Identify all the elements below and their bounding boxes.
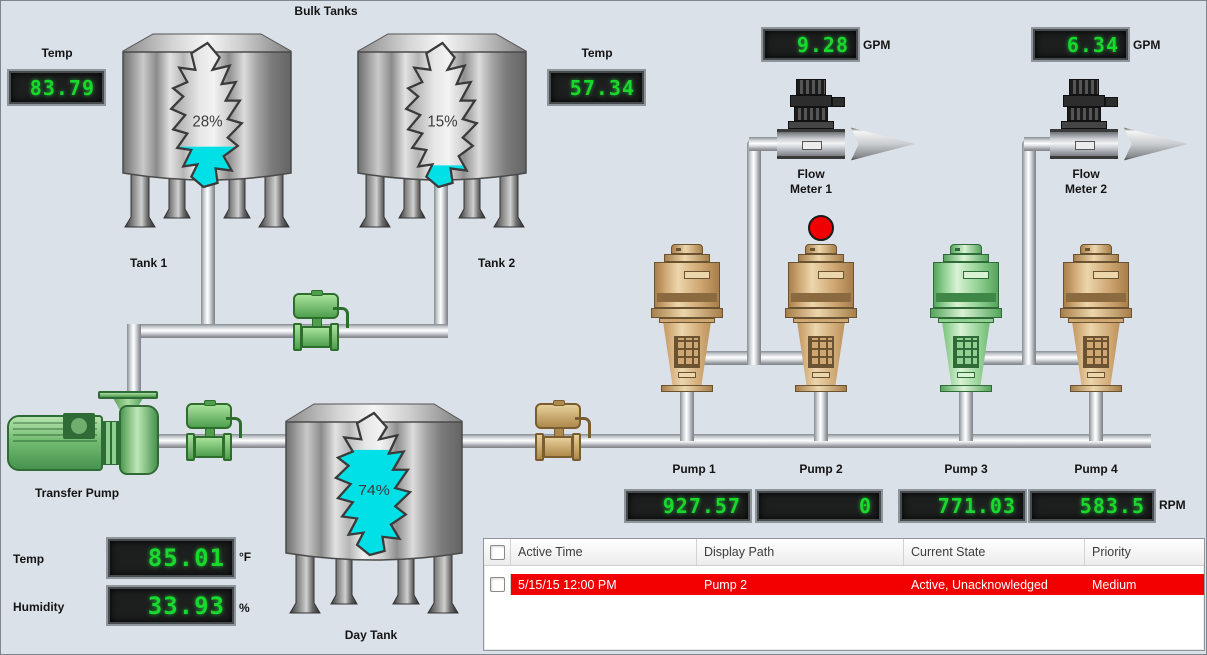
humidity-unit: % [239, 601, 250, 615]
tank2-label: Tank 2 [478, 256, 516, 270]
ambient-temp-display: 85.01 [108, 539, 234, 577]
valve-transfer-discharge[interactable] [186, 400, 242, 469]
day-tank-level-indicator: 74% [333, 411, 413, 557]
pump2-graphic[interactable] [785, 244, 857, 394]
alarm-priority: Medium [1092, 578, 1137, 592]
pipe-pump1-riser [680, 389, 694, 441]
alarm-row-checkbox[interactable] [489, 577, 505, 592]
pump3-label: Pump 3 [944, 462, 988, 476]
tank1-level-indicator: 28% [169, 41, 244, 189]
pipe-fm1-riser [747, 138, 761, 365]
tank2-level-indicator: 15% [404, 41, 479, 189]
flow-direction-arrow [851, 127, 915, 161]
flow-meter-2-label-line2: Meter 2 [1064, 182, 1108, 196]
pipe-tank1-outlet [201, 179, 215, 338]
flow-meter-1-display: 9.28 [763, 29, 858, 60]
flow-meter-2-display: 6.34 [1033, 29, 1128, 60]
pump4-rpm-display: 583.5 [1030, 491, 1154, 521]
pump4-label: Pump 4 [1074, 462, 1118, 476]
pipe-pump4-riser [1089, 389, 1103, 441]
flow-meter-1-unit: GPM [863, 38, 891, 52]
column-header-priority[interactable]: Priority [1092, 545, 1131, 559]
transfer-pump-graphic[interactable] [7, 389, 167, 481]
alarm-table-header: Active Time Display Path Current State P… [484, 539, 1204, 566]
valve-day-tank-outlet[interactable] [535, 400, 591, 469]
tank1-temp-display: 83.79 [9, 71, 104, 104]
flow-meter-1-graphic[interactable] [769, 79, 919, 161]
pipe-pump2-riser [814, 389, 828, 441]
flow-meter-2-unit: GPM [1133, 38, 1161, 52]
humidity-label: Humidity [13, 600, 65, 614]
pump3-graphic[interactable] [930, 244, 1002, 394]
pump2-alarm-indicator[interactable] [808, 215, 834, 241]
tank1-label: Tank 1 [130, 256, 168, 270]
pump1-label: Pump 1 [672, 462, 716, 476]
flow-meter-2-graphic[interactable] [1042, 79, 1192, 161]
pump1-rpm-display: 927.57 [626, 491, 750, 521]
pipe-tank2-outlet [434, 179, 448, 338]
tank2-temp-label: Temp [581, 46, 613, 60]
pump3-rpm-display: 771.03 [900, 491, 1025, 521]
transfer-pump-label: Transfer Pump [35, 486, 120, 500]
tank2-temp-display: 57.34 [549, 71, 644, 104]
flow-meter-1-label-line1: Flow [797, 167, 825, 181]
tank1-temp-label: Temp [41, 46, 73, 60]
pipe-discharge-1 [701, 351, 821, 365]
pipe-suction-drop [127, 324, 141, 399]
flow-meter-2-label-line1: Flow [1072, 167, 1100, 181]
day-tank-percent: 74% [358, 482, 390, 499]
ambient-temp-unit: °F [239, 550, 252, 564]
page-title: Bulk Tanks [294, 4, 358, 18]
day-tank-label: Day Tank [344, 628, 398, 642]
humidity-display: 33.93 [108, 587, 234, 624]
pipe-fm2-riser [1022, 138, 1036, 365]
column-header-active-time[interactable]: Active Time [511, 539, 697, 565]
valve-top-header[interactable] [293, 290, 349, 359]
pipe-pump3-riser [959, 389, 973, 441]
alarm-current-state: Active, Unacknowledged [911, 578, 1048, 592]
pump2-rpm-display: 0 [757, 491, 881, 521]
alarm-row[interactable]: 5/15/15 12:00 PM Pump 2 Active, Unacknow… [484, 574, 1204, 595]
pump4-graphic[interactable] [1060, 244, 1132, 394]
alarm-active-time: 5/15/15 12:00 PM [518, 578, 617, 592]
ambient-temp-label: Temp [13, 552, 45, 566]
flow-meter-1-label-line2: Meter 1 [789, 182, 833, 196]
pump2-label: Pump 2 [799, 462, 843, 476]
pump1-graphic[interactable] [651, 244, 723, 394]
column-header-current-state[interactable]: Current State [904, 539, 1085, 565]
tank1-percent: 28% [192, 113, 223, 130]
tank2-percent: 15% [427, 113, 458, 130]
select-all-checkbox[interactable] [489, 544, 505, 560]
flow-direction-arrow [1124, 127, 1188, 161]
pipe-top-header [127, 324, 448, 338]
rpm-unit-label: RPM [1159, 498, 1186, 512]
alarm-table: Active Time Display Path Current State P… [483, 538, 1205, 651]
alarm-display-path: Pump 2 [704, 578, 748, 592]
column-header-display-path[interactable]: Display Path [697, 539, 904, 565]
